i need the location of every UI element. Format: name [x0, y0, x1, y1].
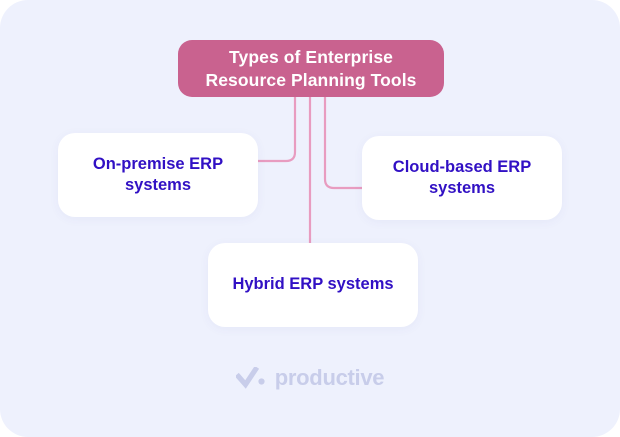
connector-right: [323, 94, 364, 190]
branch-node-hybrid[interactable]: Hybrid ERP systems: [208, 243, 418, 327]
brand-watermark: productive: [0, 362, 620, 394]
check-dot-icon: [235, 367, 265, 389]
branch-node-on-premise[interactable]: On-premise ERP systems: [58, 133, 258, 217]
connector-left: [256, 94, 297, 163]
branch-node-label: Hybrid ERP systems: [232, 275, 394, 294]
branch-node-label: Cloud-based ERP systems: [392, 157, 532, 197]
brand-name: productive: [274, 365, 385, 390]
root-node-label: Types of Enterprise Resource Planning To…: [205, 47, 417, 90]
branch-node-cloud-based[interactable]: Cloud-based ERP systems: [362, 136, 562, 220]
branch-node-label: On-premise ERP systems: [92, 154, 224, 194]
root-node[interactable]: Types of Enterprise Resource Planning To…: [178, 40, 444, 97]
